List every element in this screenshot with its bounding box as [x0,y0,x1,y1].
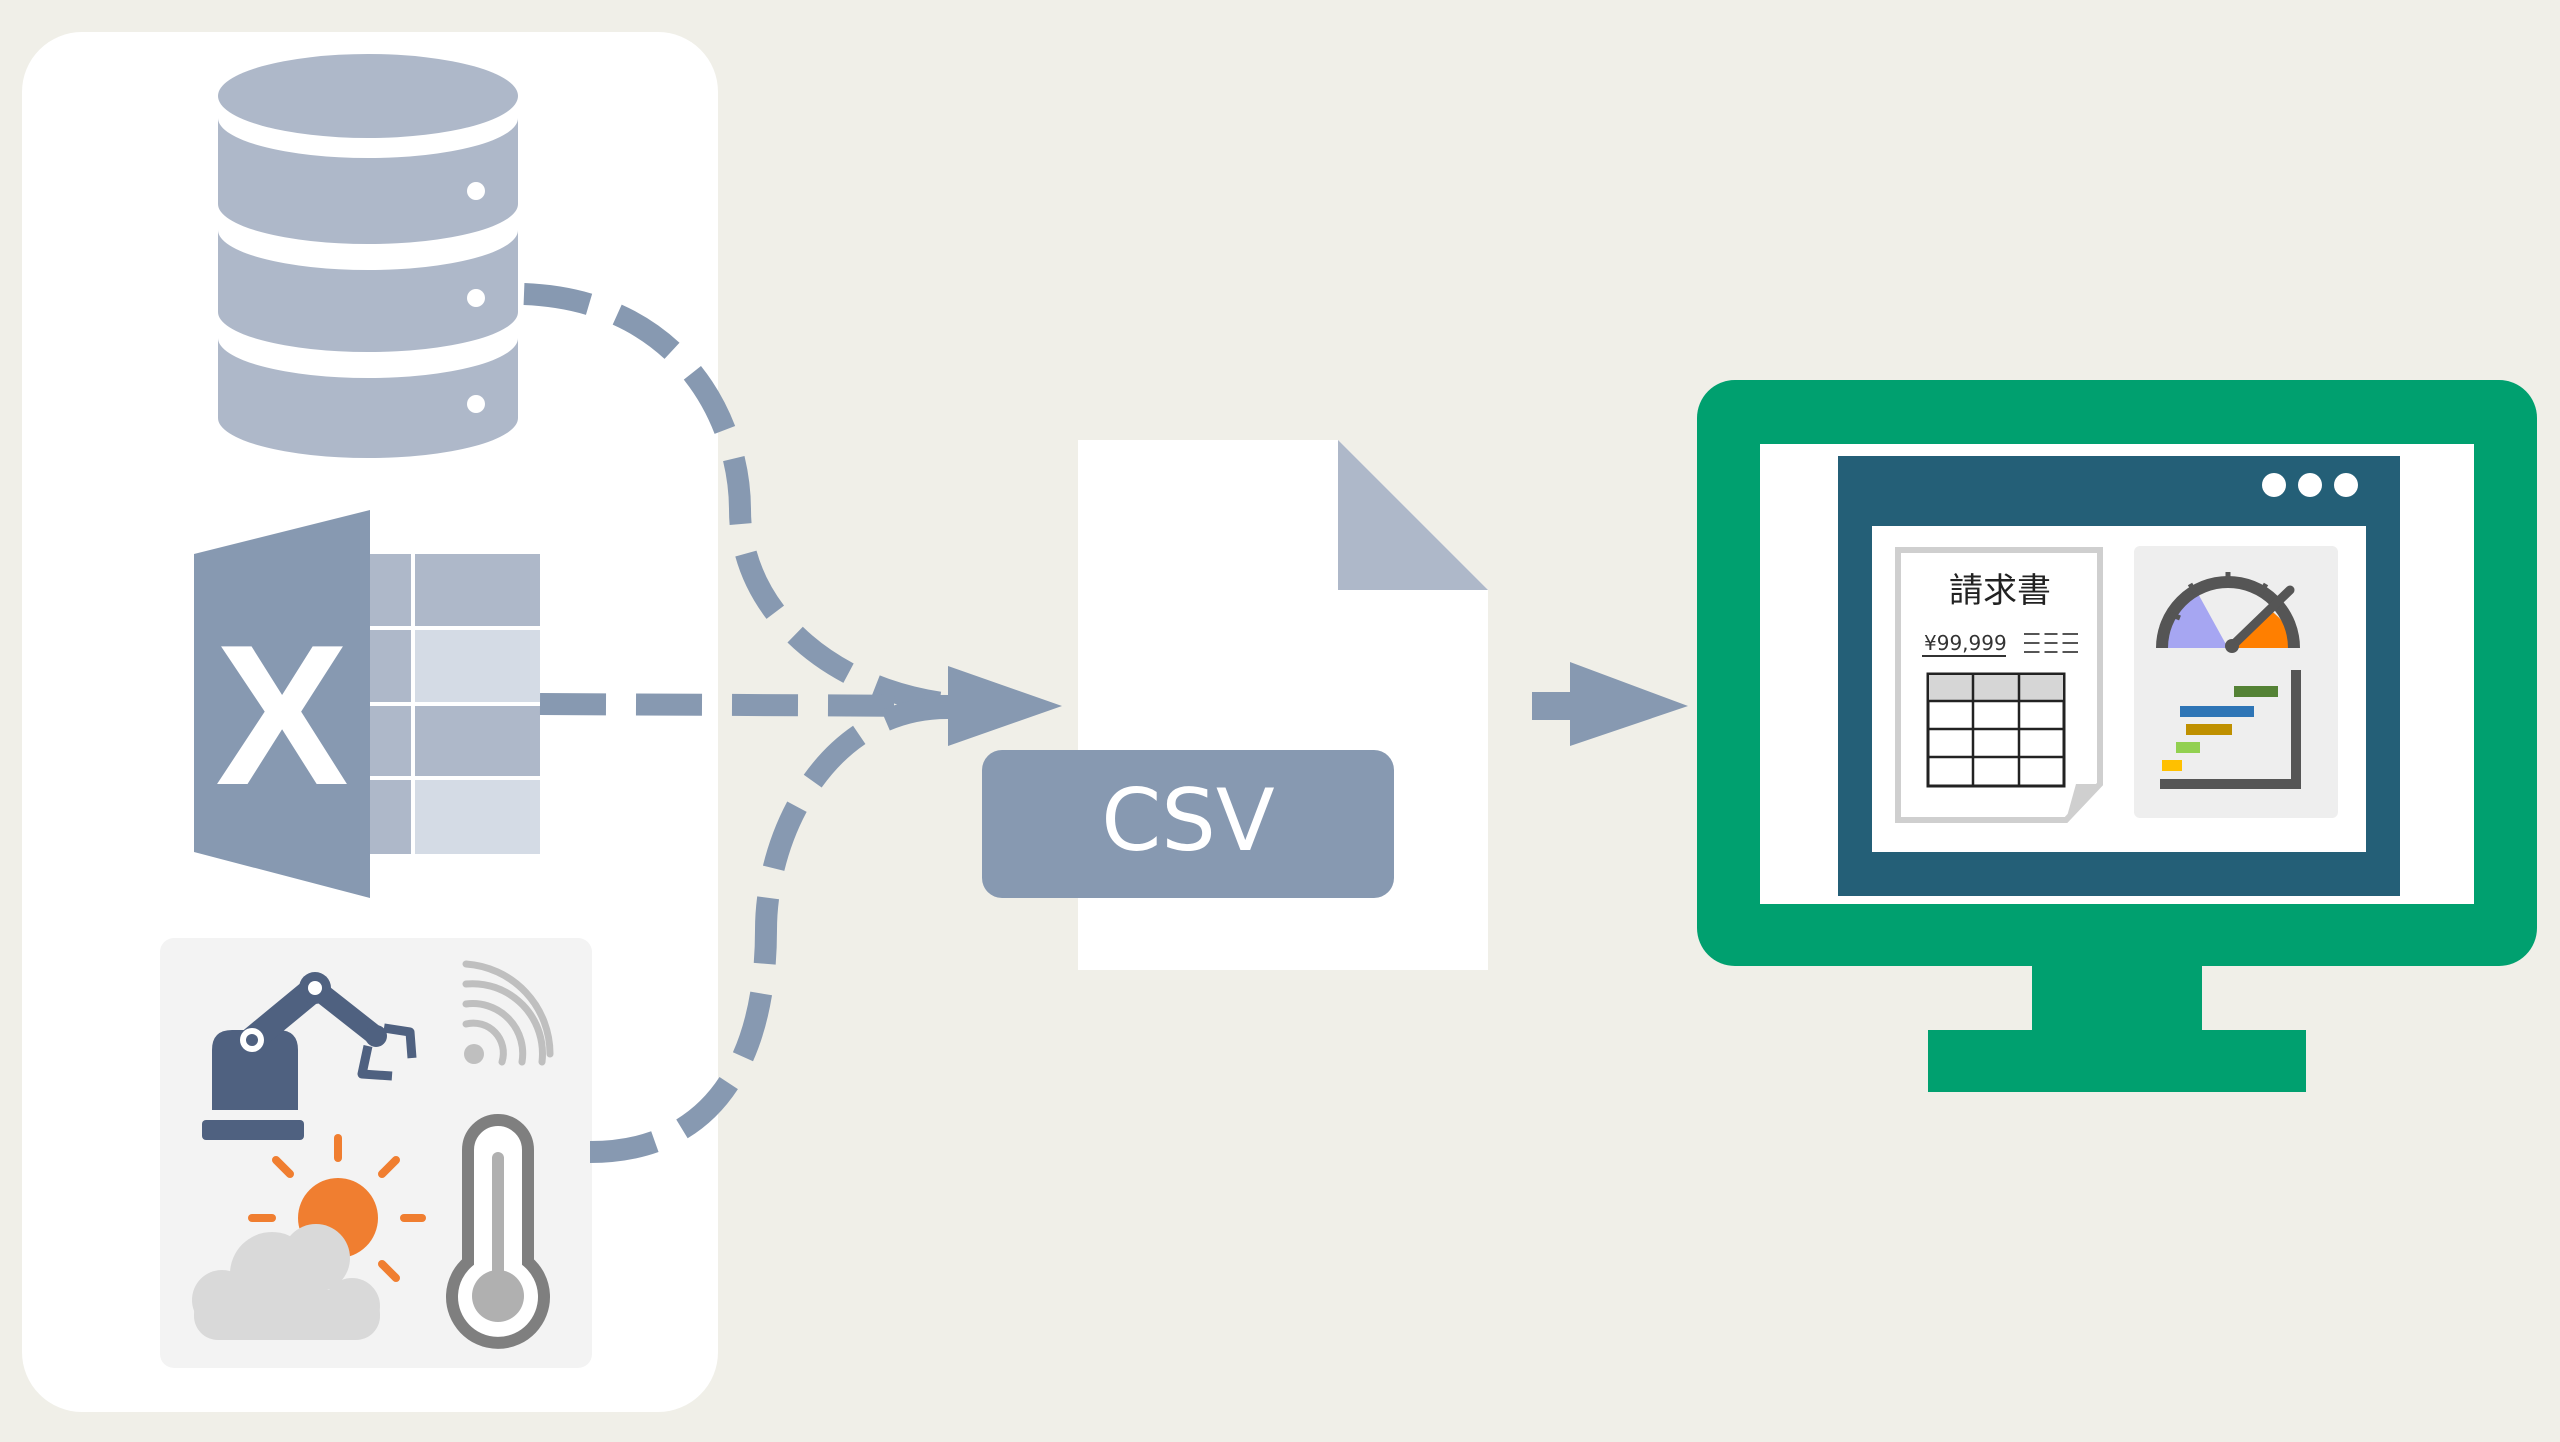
flow-lines [523,283,952,1163]
excel-letter: X [215,604,348,827]
csv-label: CSV [1101,771,1275,871]
gauge-icon [2156,572,2300,653]
invoice-amount: ¥99,999 [1924,631,2007,655]
database-icon [218,54,518,458]
window-dot-icon [2298,473,2322,497]
invoice-title: 請求書 [1949,571,2051,611]
wireless-signal-icon [462,960,554,1066]
window-dot-icon [2262,473,2286,497]
csv-to-app-arrow [1532,662,1688,746]
dashboard-card [2134,546,2338,818]
thermometer-icon [446,1114,550,1349]
flow-arrow-head [948,666,1062,746]
window-dot-icon [2334,473,2358,497]
robot-arm-icon [202,972,417,1140]
excel-icon: X [194,510,540,898]
sun-cloud-icon [192,1134,426,1340]
gantt-chart-icon [2160,670,2301,789]
invoice-lines-icon [2024,630,2078,656]
invoice-table [1926,672,2066,788]
csv-file-icon: CSV [982,440,1488,970]
invoice-document: 請求書 ¥99,999 [1895,547,2103,823]
